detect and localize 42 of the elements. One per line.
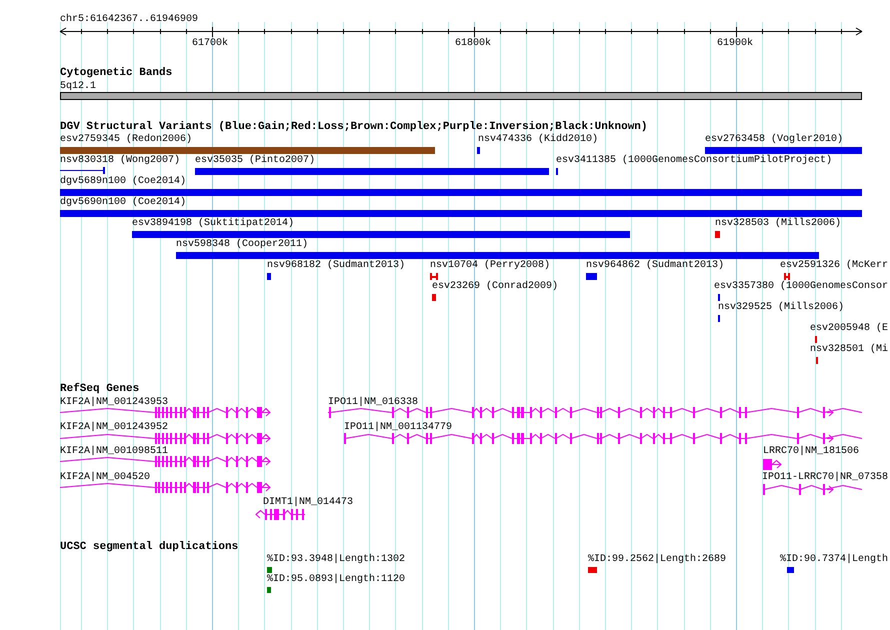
track-title: RefSeq Genes: [60, 383, 140, 395]
track-title: DGV Structural Variants (Blue:Gain;Red:Loss;Brown:Complex;Purple:Inversion;Black:Unknown): [60, 121, 648, 133]
feature-label: KIF2A|NM_004520: [60, 472, 150, 484]
feature-label: nsv328503 (Mills2006): [715, 218, 842, 230]
location-label: chr5:61642367..61946909: [60, 14, 198, 26]
feature-label: KIF2A|NM_001243953: [60, 397, 168, 409]
track-title: UCSC segmental duplications: [60, 541, 238, 553]
feature-label: DIMT1|NM_014473: [263, 497, 354, 509]
tick-label: 61700k: [192, 38, 228, 50]
feature-label: nsv598348 (Cooper2011): [176, 239, 308, 251]
feature-label: IPO11-LRRC70|NR_07358: [762, 472, 888, 484]
feature-label: nsv10704 (Perry2008): [430, 260, 550, 272]
feature-label: esv3894198 (Suktitipat2014): [132, 218, 294, 230]
feature-label: %ID:99.2562|Length:2689: [588, 554, 726, 566]
feature-label: nsv474336 (Kidd2010): [478, 134, 598, 146]
feature-label: dgv5689n100 (Coe2014): [60, 176, 186, 188]
band-label: 5q12.1: [60, 81, 96, 93]
feature-label: esv3357380 (1000GenomesConsor: [714, 281, 888, 293]
feature-label: nsv968182 (Sudmant2013): [267, 260, 406, 272]
feature-label: esv2591326 (McKerr: [780, 260, 888, 272]
feature-label: KIF2A|NM_001243952: [60, 422, 168, 434]
feature-label: esv3411385 (1000GenomesConsortiumPilotProject): [556, 155, 832, 167]
feature-label: esv2763458 (Vogler2010): [705, 134, 844, 146]
feature-label: esv23269 (Conrad2009): [432, 281, 558, 293]
feature-label: dgv5690n100 (Coe2014): [60, 197, 186, 209]
feature-label: %ID:90.7374|Length: [780, 554, 888, 566]
feature-label: IPO11|NM_001134779: [344, 422, 452, 434]
tick-label: 61800k: [455, 38, 492, 50]
feature-label: nsv830318 (Wong2007): [60, 155, 180, 167]
feature-label: %ID:95.0893|Length:1120: [267, 574, 406, 586]
feature-label: esv2005948 (E: [810, 323, 888, 335]
feature-label: nsv329525 (Mills2006): [718, 302, 844, 314]
feature-label: IPO11|NM_016338: [328, 397, 418, 409]
feature-label: esv35035 (Pinto2007): [195, 155, 316, 167]
feature-label: LRRC70|NM_181506: [763, 446, 860, 458]
feature-label: nsv964862 (Sudmant2013): [586, 260, 724, 272]
feature-label: KIF2A|NM_001098511: [60, 446, 168, 458]
feature-label: esv2759345 (Redon2006): [60, 134, 192, 146]
tick-label: 61900k: [717, 38, 754, 50]
feature-label: %ID:93.3948|Length:1302: [267, 554, 406, 566]
track-title: Cytogenetic Bands: [60, 67, 172, 79]
feature-label: nsv328501 (Mi: [810, 344, 888, 356]
